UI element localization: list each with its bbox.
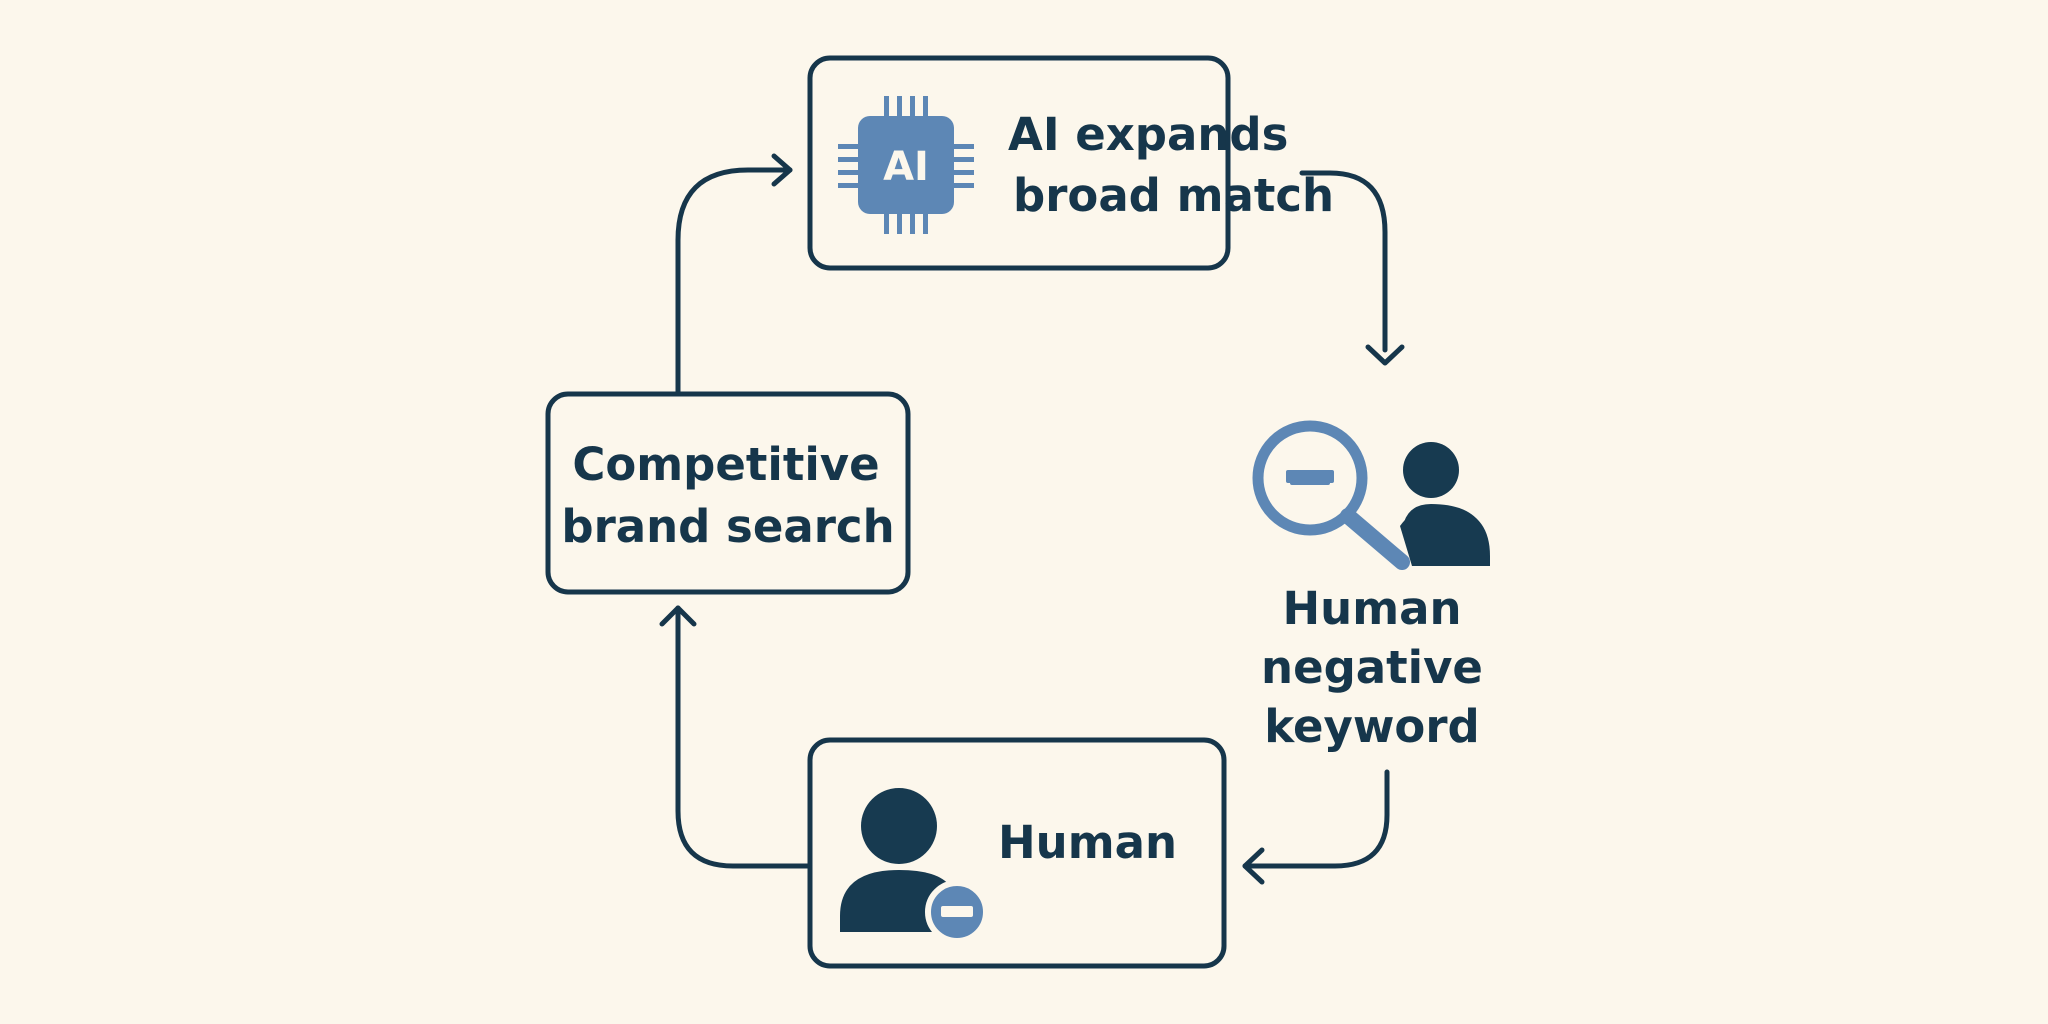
search-minus-person-icon [1252,420,1490,570]
person-minus-icon [840,788,989,944]
node-competitive-label-line1: Competitive [572,438,879,491]
node-human-negative-label-line2: negative [1261,641,1483,694]
node-competitive: Competitive brand search [545,391,911,595]
arrow-competitive-to-ai [675,153,793,395]
person-body [840,870,950,932]
node-competitive-label-line2: brand search [561,500,894,553]
ai-chip-icon: AI [838,96,974,234]
arrow-human-to-competitive [659,605,811,869]
node-human-label: Human [998,816,1177,869]
node-ai-expands-label-line1: AI expands [1008,108,1288,161]
ai-chip-label: AI [883,144,929,190]
arrow-ai-to-negative [1299,170,1405,366]
magnifier-ring [1252,420,1368,536]
arrow-negative-to-human [1242,769,1390,885]
node-human-negative-label-line3: keyword [1264,700,1479,753]
node-human: Human [807,737,1227,969]
node-ai-expands: AI AI expands broad match [807,55,1334,271]
person-head [1403,442,1459,498]
node-human-negative-label-line1: Human [1283,582,1462,635]
node-competitive-box [545,391,911,595]
node-ai-expands-label-line2: broad match [1013,169,1334,222]
node-human-negative: Human negative keyword [1252,420,1490,753]
person-head [861,788,937,864]
magnifier-handle [1340,508,1410,570]
